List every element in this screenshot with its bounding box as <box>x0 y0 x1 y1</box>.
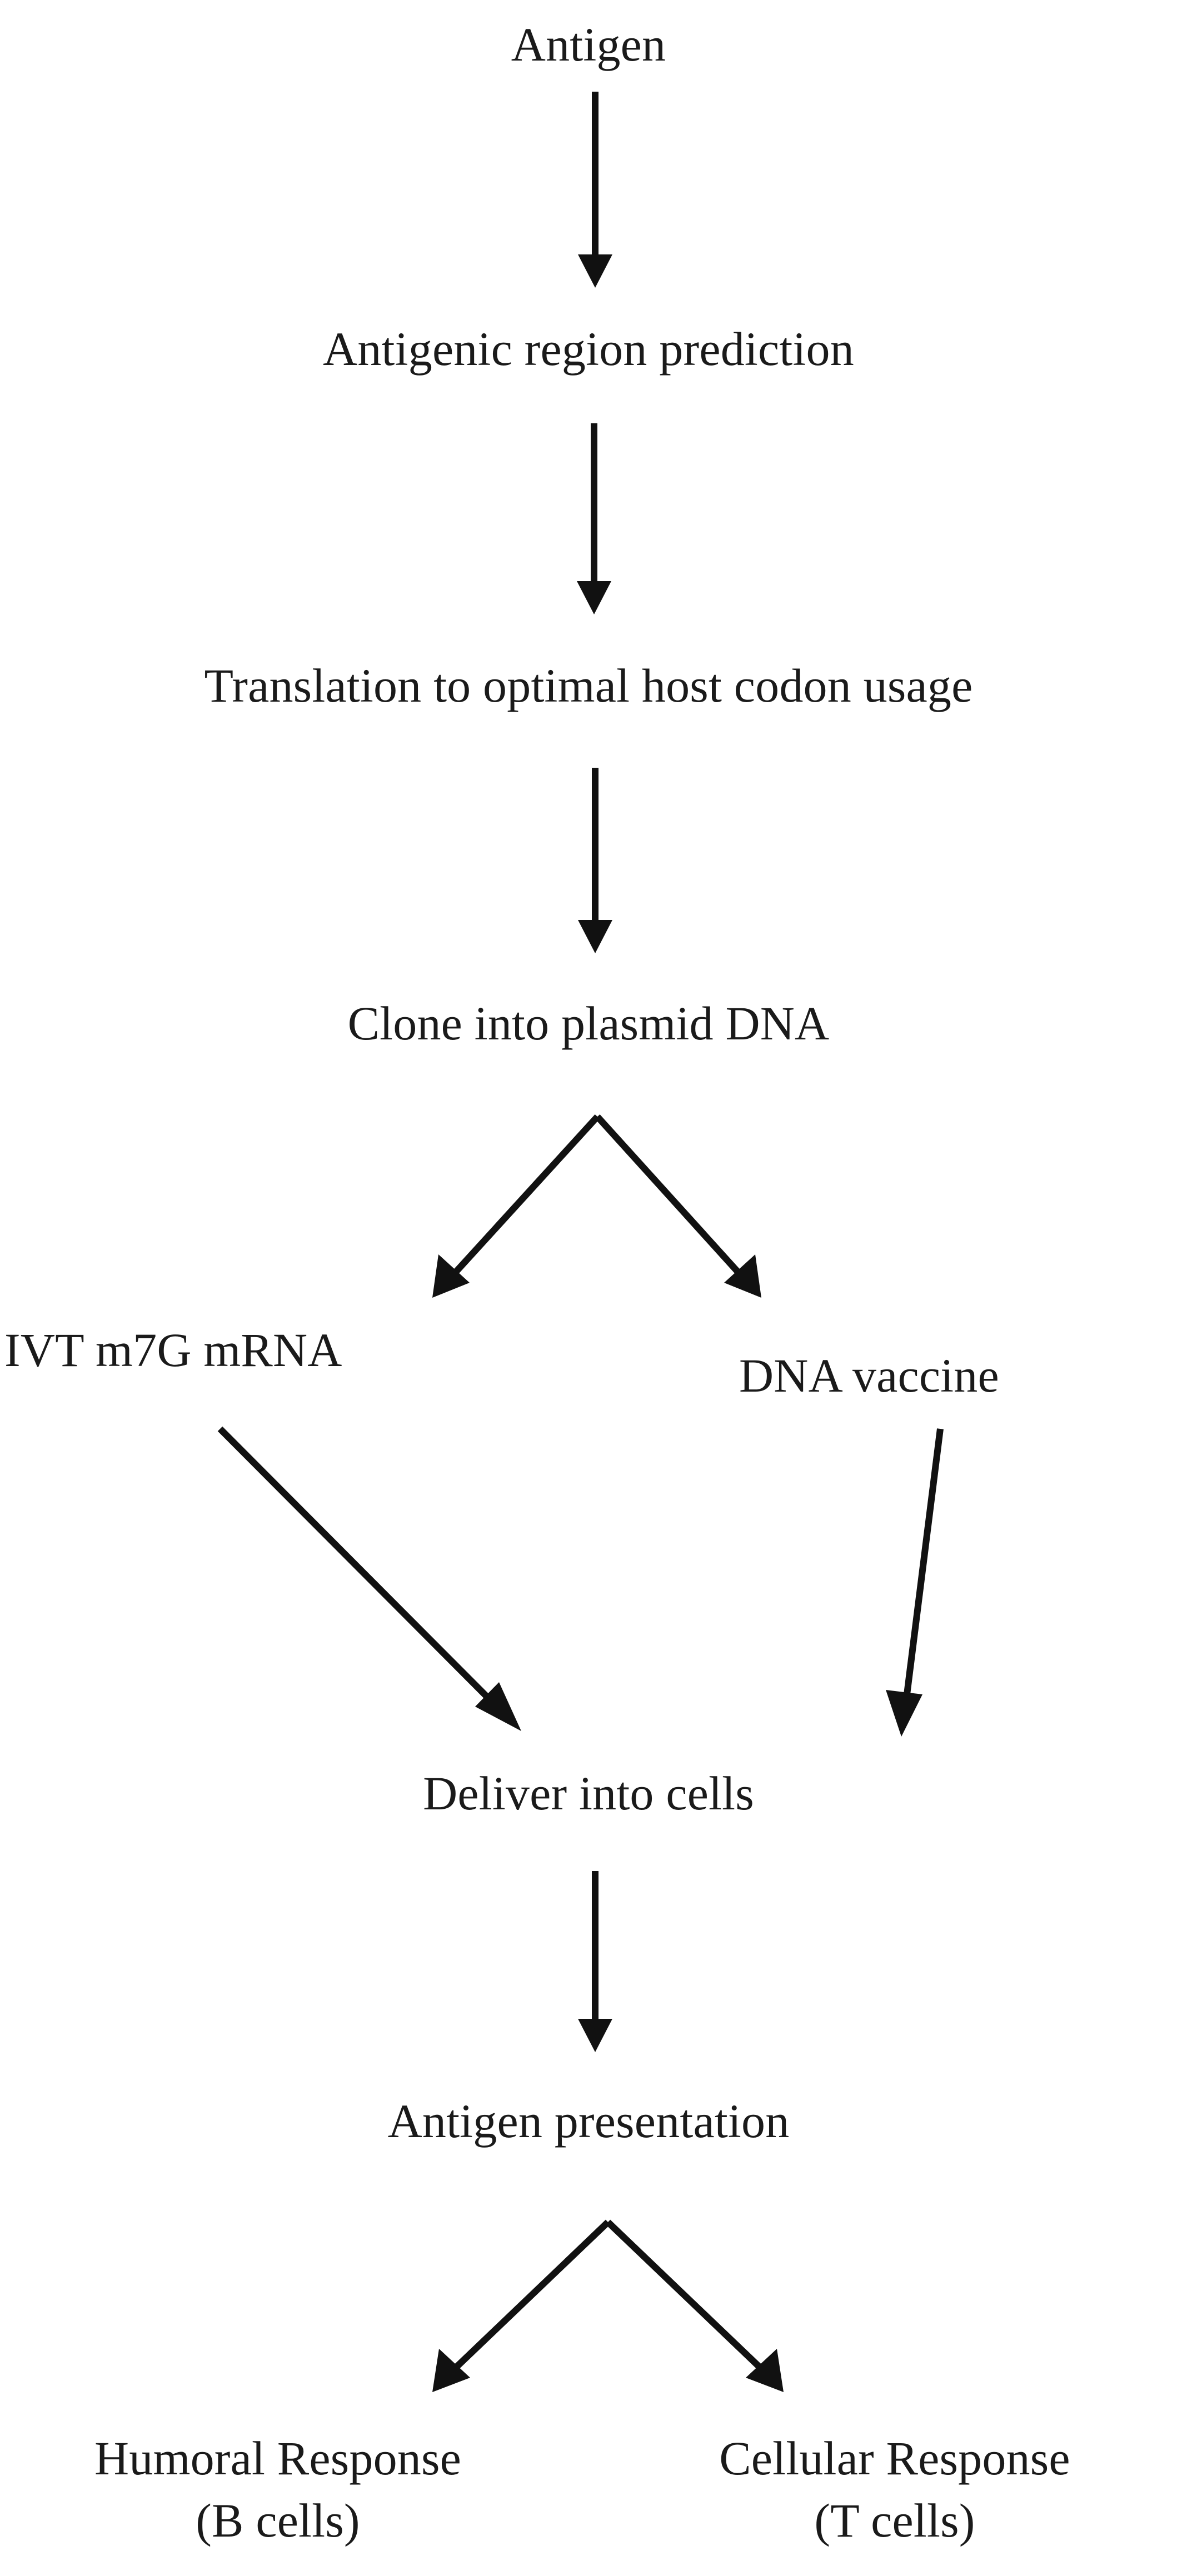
arrow-clone-to-ivt-mrna <box>432 1114 600 1298</box>
arrow-clone-to-dna-vaccine <box>595 1114 761 1298</box>
arrow-dna-vaccine-to-deliver <box>886 1428 944 1737</box>
node-antigen-presentation: Antigen presentation <box>387 2094 790 2148</box>
node-cellular-response-title: Cellular Response <box>719 2432 1070 2485</box>
node-dna-vaccine: DNA vaccine <box>739 1349 999 1402</box>
node-antigenic-region-prediction: Antigenic region prediction <box>323 322 854 376</box>
arrow-antigen-presentation-to-humoral <box>432 2219 611 2392</box>
node-translation-to-optimal-host-codon-usage: Translation to optimal host codon usage <box>204 659 973 712</box>
arrow-translation-to-clone <box>578 768 612 953</box>
node-humoral-response-subtitle: (B cells) <box>196 2493 360 2547</box>
node-clone-into-plasmid-dna: Clone into plasmid DNA <box>347 997 830 1050</box>
node-cellular-response-subtitle: (T cells) <box>814 2493 975 2547</box>
arrow-antigenic-region-to-translation <box>577 423 611 614</box>
node-humoral-response: Humoral Response (B cells) <box>0 2428 556 2552</box>
node-antigen: Antigen <box>511 18 666 71</box>
node-deliver-into-cells: Deliver into cells <box>423 1767 754 1820</box>
node-ivt-m7g-mrna: IVT m7G mRNA <box>4 1323 342 1377</box>
arrow-antigen-presentation-to-cellular <box>605 2219 784 2392</box>
node-cellular-response: Cellular Response (T cells) <box>617 2428 1173 2552</box>
node-humoral-response-title: Humoral Response <box>94 2432 462 2485</box>
arrow-antigen-to-antigenic-region <box>578 92 612 288</box>
arrow-deliver-to-antigen-presentation <box>578 1871 612 2052</box>
arrow-ivt-mrna-to-deliver <box>217 1426 521 1731</box>
